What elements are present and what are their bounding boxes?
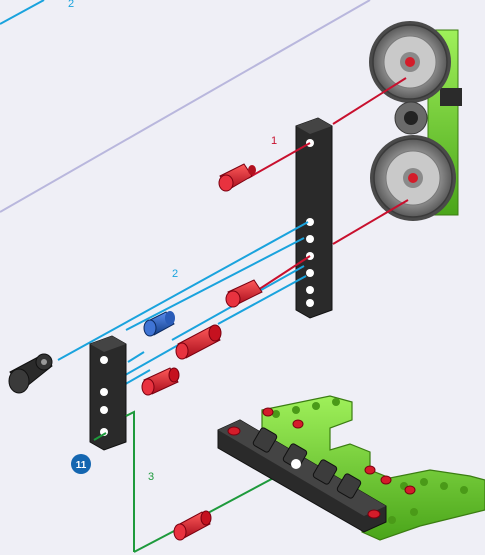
red-guide-lines [247,77,409,291]
step-red-label: 1 [271,135,277,147]
top-step-label: 2 [68,0,74,10]
step-number-label: 11 [76,460,87,471]
red-double-peg-icon [175,324,222,360]
lower-gear-icon [370,135,456,221]
step-number-badge: 11 [71,454,91,474]
gear-assembly [369,21,462,221]
top-blue-line [0,0,45,25]
middle-connector-icon [394,101,428,135]
step-blue-label: 2 [172,268,178,280]
step-green-label: 3 [148,471,154,483]
red-double-peg-lower-icon [141,367,180,396]
black-axle-holder [440,88,462,106]
black-connector-icon [8,353,53,394]
short-black-beam [89,335,127,451]
red-peg-middle-icon [225,279,263,308]
base-assembly [217,395,485,541]
red-peg-icon [218,163,256,192]
blue-peg-icon [143,311,175,337]
purple-guide-line [0,0,371,213]
upper-gear-icon [369,21,451,103]
tall-black-beam [295,117,333,319]
red-peg-bottom-icon [173,510,212,541]
